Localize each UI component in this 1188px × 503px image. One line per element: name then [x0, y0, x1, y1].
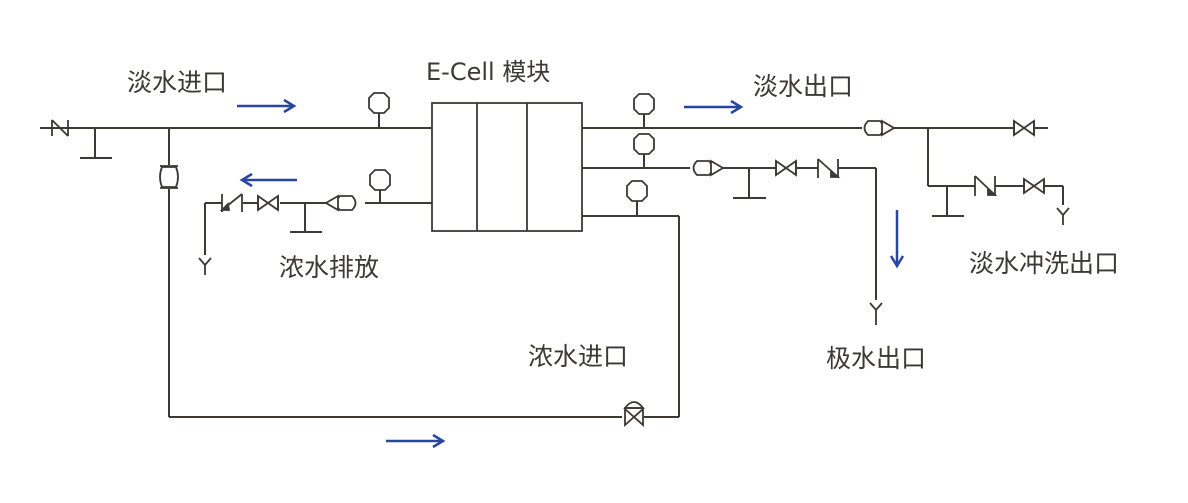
electrode-pressure-gauge-icon — [633, 133, 655, 168]
e-cell-module — [431, 102, 583, 232]
label-electrode-outlet: 极水出口 — [826, 344, 926, 373]
conc-discharge-gate-valve-icon — [257, 195, 279, 211]
conc-inlet-control-valve-icon — [623, 401, 645, 428]
electrode-sample-point-icon — [733, 168, 766, 199]
fresh-outlet-flow-meter-icon — [863, 119, 896, 137]
fresh-outlet-pressure-gauge-icon — [633, 93, 655, 128]
conc-discharge-drain-icon — [198, 257, 212, 275]
electrode-flow-meter-icon — [692, 159, 725, 177]
inlet-pressure-gauge-icon — [368, 92, 390, 128]
flush-gate-valve-icon — [1023, 178, 1045, 194]
flow-arrow-conc-bypass — [386, 433, 446, 449]
flush-check-valve-icon — [974, 175, 998, 196]
conc-inlet-pressure-gauge-icon — [626, 180, 648, 216]
label-fresh-outlet: 淡水出口 — [753, 72, 853, 101]
flow-arrow-electrode-outlet — [889, 210, 905, 269]
flush-sample-point-icon — [932, 186, 964, 217]
electrode-drain-icon — [869, 302, 883, 325]
electrode-gate-valve-icon — [775, 160, 797, 176]
fresh-inlet-line — [40, 92, 432, 159]
conc-discharge-line — [198, 169, 432, 275]
conc-discharge-pressure-gauge-icon — [369, 169, 391, 203]
flow-arrow-conc-discharge — [239, 172, 297, 188]
conc-discharge-flow-meter-icon — [324, 194, 357, 212]
conc-discharge-check-valve-icon — [219, 193, 243, 212]
electrode-outlet-line — [582, 133, 883, 325]
flow-arrow-fresh-inlet — [237, 98, 297, 114]
label-fresh-flush-outlet: 淡水冲洗出口 — [969, 249, 1119, 278]
label-conc-discharge: 浓水排放 — [279, 253, 379, 282]
conc-discharge-sample-point-icon — [290, 203, 322, 233]
flush-drain-icon — [1056, 207, 1070, 225]
inlet-check-valve-icon — [51, 119, 69, 137]
inlet-sample-point-icon — [80, 128, 112, 159]
label-conc-inlet: 浓水进口 — [528, 342, 628, 371]
flow-arrow-fresh-outlet — [684, 99, 744, 115]
fresh-outlet-gate-valve-icon — [1013, 120, 1035, 136]
electrode-check-valve-icon — [817, 158, 841, 178]
conc-bypass-line — [159, 128, 680, 428]
bypass-flow-meter-icon — [159, 165, 179, 189]
label-fresh-inlet: 淡水进口 — [127, 68, 227, 97]
fresh-outlet-line — [582, 93, 1070, 225]
label-e-cell-module: E-Cell 模块 — [426, 58, 550, 86]
